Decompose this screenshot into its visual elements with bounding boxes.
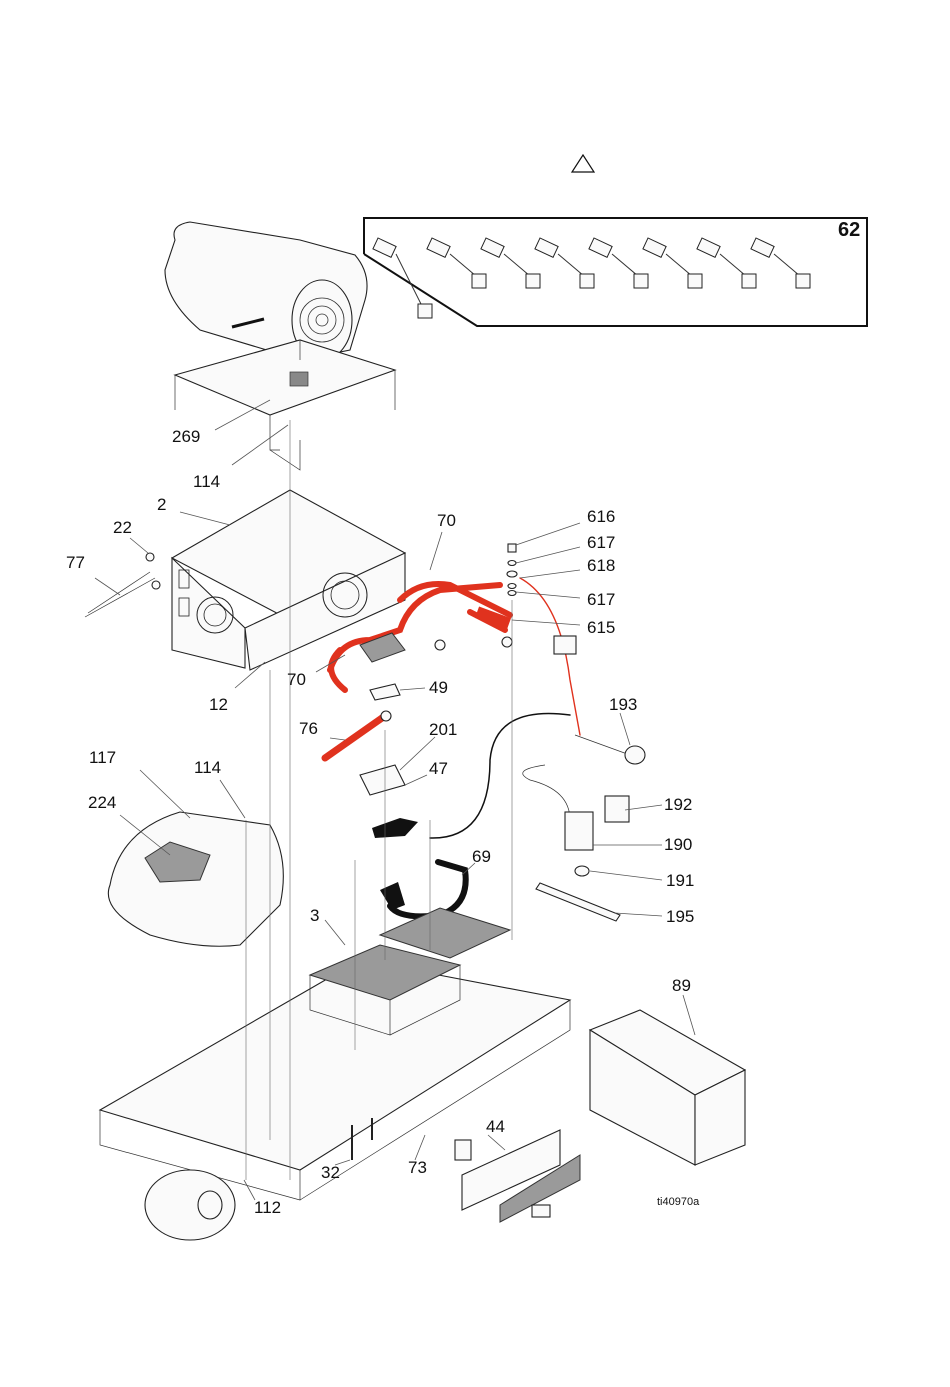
callout-44: 44 [486,1117,505,1136]
ground-harness [85,553,160,617]
callout-22: 22 [113,518,132,537]
callout-47: 47 [429,759,448,778]
callout-193: 193 [609,695,637,714]
warning-triangle-icon [572,155,594,172]
callout-70: 70 [437,511,456,530]
callout-201: 201 [429,720,457,739]
callout-76: 76 [299,719,318,738]
callout-191: 191 [666,871,694,890]
callout-89: 89 [672,976,691,995]
callout-62: 62 [838,219,860,241]
callout-77: 77 [66,553,85,572]
callout-114: 114 [193,472,220,491]
callout-12: 12 [209,695,228,714]
callout-49: 49 [429,678,448,697]
figure-reference-id: ti40970a [657,1196,700,1208]
power-cord-kit-box: 62 [364,218,867,326]
callout-192: 192 [664,795,692,814]
callout-617: 617 [587,533,615,552]
callout-2: 2 [157,495,166,514]
front-cover [108,812,283,946]
callout-616: 616 [587,507,615,526]
black-battery-cable [372,818,466,916]
callout-32: 32 [321,1163,340,1182]
battery-tray [590,1010,745,1165]
callout-70: 70 [287,670,306,689]
callout-190: 190 [664,835,692,854]
callout-615: 615 [587,618,615,637]
callout-69: 69 [472,847,491,866]
callout-224: 224 [88,793,116,812]
callout-3: 3 [310,906,319,925]
callout-618: 618 [587,556,615,575]
callout-617: 617 [587,590,615,609]
callout-114: 114 [194,758,221,777]
callout-195: 195 [666,907,694,926]
callout-269: 269 [172,427,200,446]
callout-117: 117 [89,748,116,767]
hardware-stack [507,544,576,654]
callout-73: 73 [408,1158,427,1177]
callout-112: 112 [254,1198,281,1217]
control-panel [455,1130,580,1222]
